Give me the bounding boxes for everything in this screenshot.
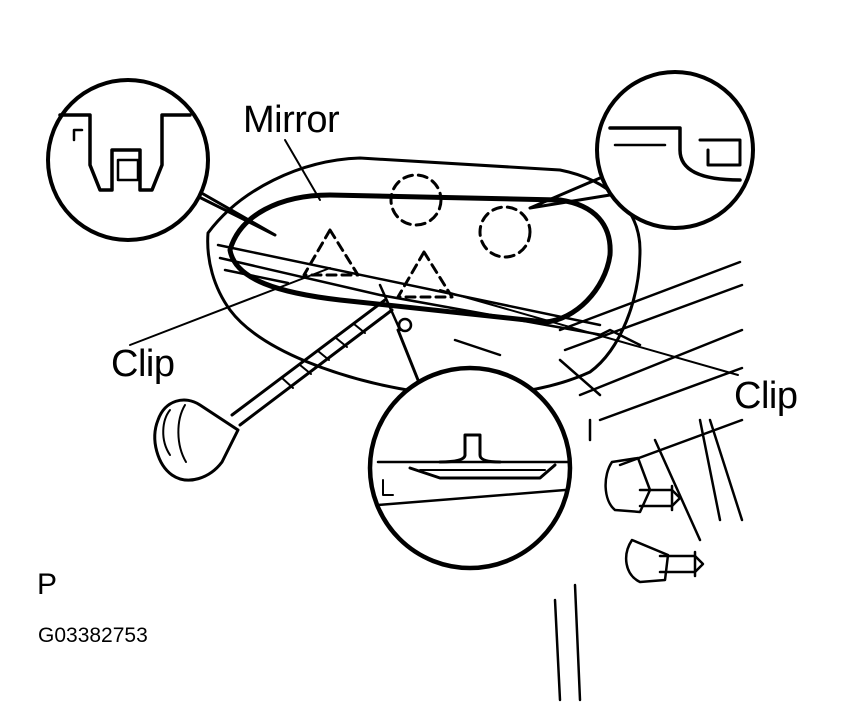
figure-id: G03382753 — [38, 624, 148, 647]
claw-marker-right — [478, 205, 532, 259]
door-structure — [553, 260, 744, 702]
door-pins — [604, 438, 705, 584]
leader-lines — [129, 139, 739, 376]
clip-label-right: Clip — [734, 375, 798, 417]
claw-markers — [389, 173, 532, 259]
callout-claw-section — [528, 70, 755, 230]
view-label: P — [37, 568, 58, 601]
clip-marker-right — [396, 250, 454, 299]
mirror-label: Mirror — [243, 99, 340, 141]
screwdriver-icon — [153, 298, 394, 482]
clip-markers — [302, 228, 454, 299]
claw-marker-left — [389, 173, 443, 227]
clip-label-left: Clip — [111, 343, 175, 385]
clip-marker-left — [302, 228, 360, 277]
mirror-housing — [206, 156, 642, 398]
callout-clip-section — [46, 78, 277, 242]
callout-clip-detail — [367, 328, 573, 571]
